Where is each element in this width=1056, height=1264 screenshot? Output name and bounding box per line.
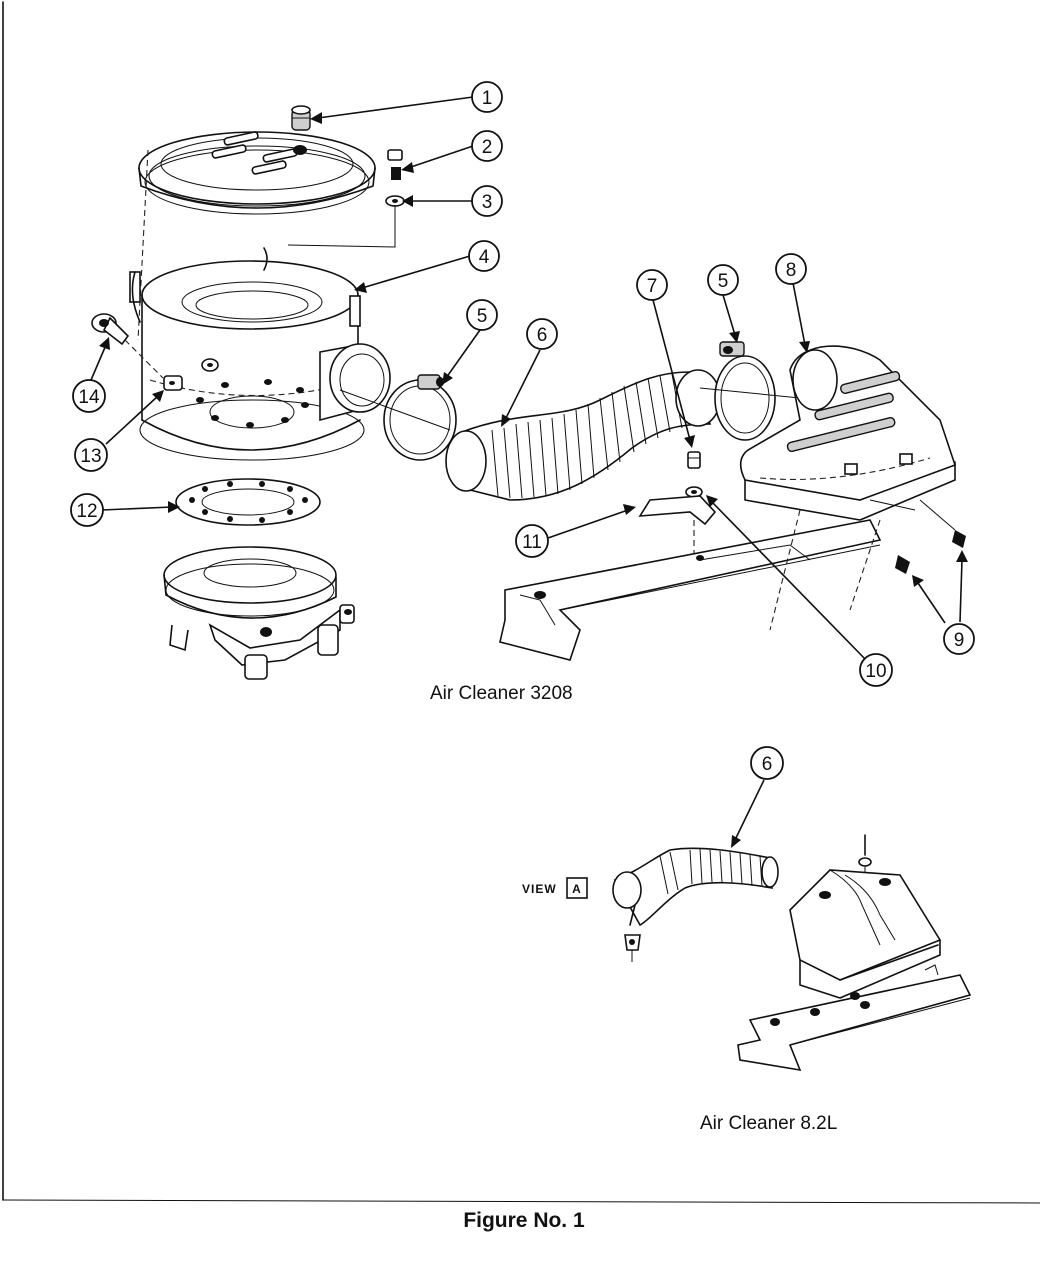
callout-13: 13 <box>74 438 108 472</box>
view-letter-box <box>566 877 588 899</box>
view-label-text: VIEW <box>522 882 557 896</box>
callout-1: 1 <box>471 81 503 113</box>
clamp-alignment <box>699 387 801 399</box>
callout-2-label: 2 <box>482 137 493 158</box>
callout-9: 9 <box>943 623 975 655</box>
mounting-bolts <box>895 499 966 574</box>
callout-4: 4 <box>468 240 500 272</box>
callout-12: 12 <box>70 493 104 527</box>
wing-nut <box>291 105 311 131</box>
leader-lines <box>90 96 968 848</box>
cleaner-cover <box>138 131 376 215</box>
gasket <box>175 478 321 526</box>
pre-cleaner-8-2l <box>789 834 942 999</box>
callout-5-left-label: 5 <box>477 306 488 327</box>
mounting-bracket <box>499 495 882 661</box>
callout-6-alt: 6 <box>750 746 784 780</box>
callout-3: 3 <box>471 185 503 217</box>
bolt-and-washer <box>685 451 703 498</box>
callout-10: 10 <box>859 653 893 687</box>
flex-hose <box>445 369 721 501</box>
callout-1-label: 1 <box>482 88 493 109</box>
callout-14-label: 14 <box>78 387 100 408</box>
view-a-label: VIEW A <box>522 877 588 899</box>
callout-5-right: 5 <box>707 264 739 296</box>
adapter-base <box>163 546 355 680</box>
nut-and-washer <box>385 149 405 207</box>
page-border <box>2 1 1041 1204</box>
callout-8-label: 8 <box>786 260 797 281</box>
callout-6-main: 6 <box>526 318 558 350</box>
restriction-indicator <box>91 313 130 346</box>
callout-6-alt-label: 6 <box>762 754 773 775</box>
callout-7: 7 <box>636 269 668 301</box>
cleaner-body <box>129 247 391 461</box>
pre-cleaner-inlet <box>739 345 957 521</box>
alignment-line <box>137 149 149 341</box>
callout-9-label: 9 <box>954 630 965 651</box>
callout-10-label: 10 <box>865 661 886 682</box>
callout-5-right-label: 5 <box>718 271 729 292</box>
callout-7-label: 7 <box>647 276 658 297</box>
callout-3-label: 3 <box>482 192 493 213</box>
callout-2: 2 <box>471 130 503 162</box>
mount-plate-8-2l <box>737 964 972 1072</box>
hose-clamp-left <box>383 374 457 461</box>
alignment-line-2 <box>287 205 396 248</box>
hose-alignment <box>339 389 451 431</box>
view-letter-text: A <box>572 882 582 896</box>
callout-11-label: 11 <box>522 532 542 553</box>
callout-11: 11 <box>515 524 549 558</box>
hose-clamp-right <box>714 341 776 441</box>
callout-12-label: 12 <box>76 501 97 522</box>
caption-air-cleaner-3208: Air Cleaner 3208 <box>430 683 573 704</box>
callout-6-main-label: 6 <box>537 325 548 346</box>
callout-14: 14 <box>72 379 106 413</box>
callout-5-left: 5 <box>466 299 498 331</box>
hose-8-2l <box>612 847 779 962</box>
caption-air-cleaner-8-2l: Air Cleaner 8.2L <box>700 1113 837 1134</box>
callout-8: 8 <box>775 253 807 285</box>
callout-4-label: 4 <box>479 247 490 268</box>
figure-title: Figure No. 1 <box>463 1209 585 1232</box>
indicator-alignment <box>124 339 164 379</box>
callout-13-label: 13 <box>80 446 101 467</box>
